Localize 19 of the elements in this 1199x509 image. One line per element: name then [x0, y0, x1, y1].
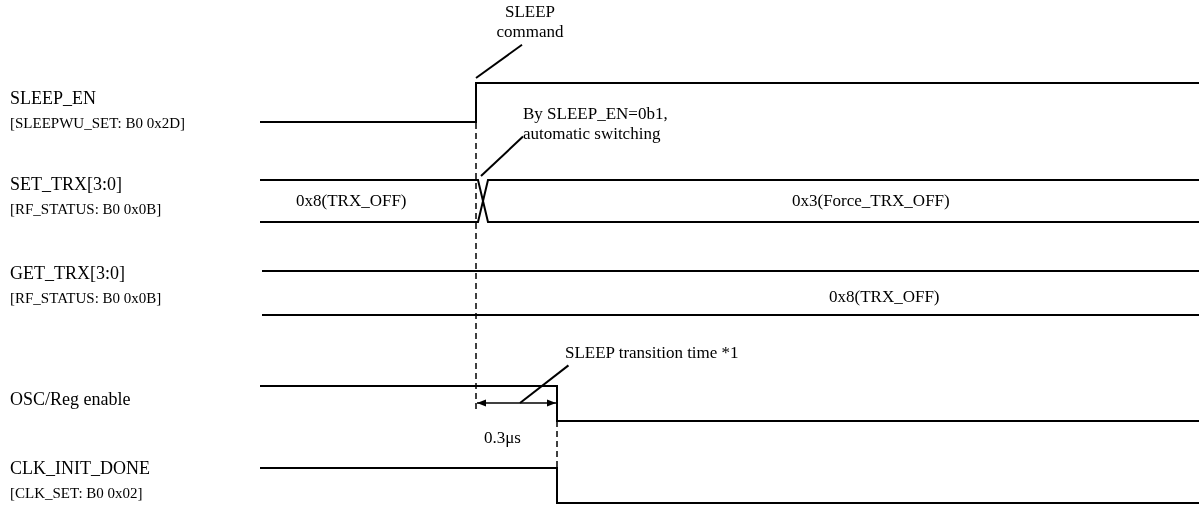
signal-name: OSC/Reg enable [10, 389, 131, 411]
bus-value: 0x8(TRX_OFF) [829, 287, 940, 308]
duration-label: 0.3μs [484, 428, 521, 449]
callout-text: By SLEEP_EN=0b1, automatic switching [523, 104, 723, 145]
signal-name: SET_TRX[3:0] [10, 174, 122, 196]
leader-line [480, 135, 524, 177]
register-label: [SLEEPWU_SET: B0 0x2D] [10, 114, 186, 132]
leader-line [475, 43, 523, 79]
register-label: [RF_STATUS: B0 0x0B] [10, 200, 162, 218]
callout-text: SLEEP transition time *1 [565, 343, 739, 364]
bus-value: 0x3(Force_TRX_OFF) [792, 191, 950, 212]
signal-name: GET_TRX[3:0] [10, 263, 125, 285]
callout-text: SLEEP command [490, 2, 570, 43]
leader-line [519, 364, 570, 404]
bus-value: 0x8(TRX_OFF) [296, 191, 407, 212]
signal-name: CLK_INIT_DONE [10, 458, 150, 480]
signal-name: SLEEP_EN [10, 88, 96, 110]
register-label: [CLK_SET: B0 0x02] [10, 484, 143, 502]
register-label: [RF_STATUS: B0 0x0B] [10, 289, 162, 307]
